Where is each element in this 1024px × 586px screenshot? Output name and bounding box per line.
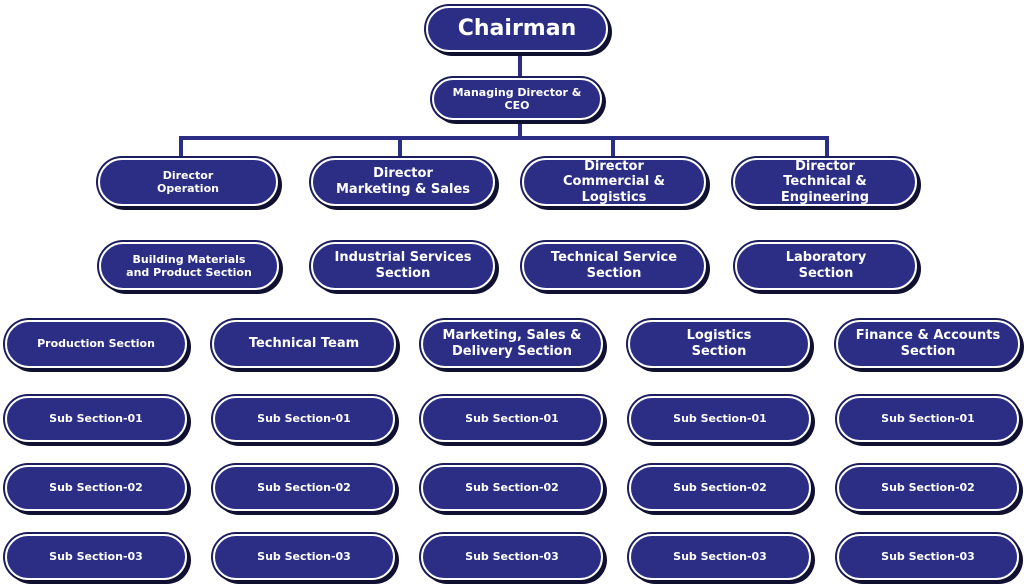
connector-chairman-ceo — [518, 52, 522, 79]
sub-section-label: Sub Section-02 — [673, 481, 767, 495]
sub-section-label: Sub Section-03 — [881, 550, 975, 564]
sub-section-03-col4: Sub Section-03 — [629, 534, 811, 580]
connector-bus-director-2 — [398, 136, 402, 160]
sub-section-label: Sub Section-02 — [257, 481, 351, 495]
sub-section-01-col1: Sub Section-01 — [5, 396, 187, 442]
director-technical-engineering-box: Director Technical & Engineering — [733, 158, 917, 206]
chairman-label: Chairman — [457, 15, 577, 41]
logistics-section-box: Logistics Section — [628, 320, 810, 368]
ceo-label: Managing Director & CEO — [452, 85, 582, 112]
sub-section-label: Sub Section-02 — [881, 481, 975, 495]
sub-section-label: Sub Section-01 — [465, 412, 559, 426]
building-materials-section-box: Building Materials and Product Section — [99, 242, 279, 290]
sub-section-label: Sub Section-02 — [465, 481, 559, 495]
connector-bus-director-3 — [611, 136, 615, 160]
production-section-label: Production Section — [37, 337, 155, 351]
technical-team-label: Technical Team — [248, 336, 360, 352]
industrial-services-section-box: Industrial Services Section — [311, 242, 495, 290]
director-marketing-sales-box: Director Marketing & Sales — [311, 158, 495, 206]
sub-section-01-col3: Sub Section-01 — [421, 396, 603, 442]
director-commercial-logistics-label: Director Commercial & Logistics — [562, 158, 666, 205]
connector-bus-director-4 — [825, 136, 829, 160]
sub-section-03-col3: Sub Section-03 — [421, 534, 603, 580]
connector-director-bus — [179, 136, 829, 140]
sub-section-02-col2: Sub Section-02 — [213, 465, 395, 511]
director-operation-label: Director Operation — [157, 168, 219, 195]
sub-section-01-col4: Sub Section-01 — [629, 396, 811, 442]
sub-section-02-col4: Sub Section-02 — [629, 465, 811, 511]
sub-section-label: Sub Section-02 — [49, 481, 143, 495]
chairman-box: Chairman — [426, 6, 608, 52]
sub-section-03-col5: Sub Section-03 — [837, 534, 1019, 580]
technical-team-box: Technical Team — [212, 320, 396, 368]
sub-section-label: Sub Section-03 — [465, 550, 559, 564]
sub-section-label: Sub Section-01 — [881, 412, 975, 426]
finance-accounts-section-box: Finance & Accounts Section — [836, 320, 1020, 368]
director-marketing-sales-label: Director Marketing & Sales — [336, 166, 470, 197]
laboratory-section-label: Laboratory Section — [785, 250, 867, 281]
technical-service-section-box: Technical Service Section — [522, 242, 706, 290]
finance-accounts-section-label: Finance & Accounts Section — [855, 328, 1001, 359]
sub-section-01-col5: Sub Section-01 — [837, 396, 1019, 442]
laboratory-section-box: Laboratory Section — [735, 242, 917, 290]
sub-section-02-col5: Sub Section-02 — [837, 465, 1019, 511]
sub-section-label: Sub Section-03 — [257, 550, 351, 564]
production-section-box: Production Section — [5, 320, 187, 368]
director-technical-engineering-label: Director Technical & Engineering — [780, 158, 870, 205]
sub-section-label: Sub Section-01 — [49, 412, 143, 426]
technical-service-section-label: Technical Service Section — [550, 250, 678, 281]
connector-bus-director-1 — [179, 136, 183, 160]
connector-ceo-bus — [518, 120, 522, 139]
sub-section-02-col1: Sub Section-02 — [5, 465, 187, 511]
sub-section-label: Sub Section-01 — [257, 412, 351, 426]
ceo-box: Managing Director & CEO — [432, 78, 602, 120]
director-commercial-logistics-box: Director Commercial & Logistics — [522, 158, 706, 206]
sub-section-label: Sub Section-03 — [49, 550, 143, 564]
director-operation-box: Director Operation — [98, 158, 278, 206]
sub-section-03-col2: Sub Section-03 — [213, 534, 395, 580]
marketing-sales-delivery-section-box: Marketing, Sales & Delivery Section — [421, 320, 603, 368]
sub-section-label: Sub Section-03 — [673, 550, 767, 564]
sub-section-label: Sub Section-01 — [673, 412, 767, 426]
sub-section-02-col3: Sub Section-02 — [421, 465, 603, 511]
logistics-section-label: Logistics Section — [686, 328, 752, 359]
building-materials-section-label: Building Materials and Product Section — [126, 252, 252, 279]
industrial-services-section-label: Industrial Services Section — [334, 250, 472, 281]
marketing-sales-delivery-section-label: Marketing, Sales & Delivery Section — [442, 328, 582, 359]
sub-section-01-col2: Sub Section-01 — [213, 396, 395, 442]
sub-section-03-col1: Sub Section-03 — [5, 534, 187, 580]
